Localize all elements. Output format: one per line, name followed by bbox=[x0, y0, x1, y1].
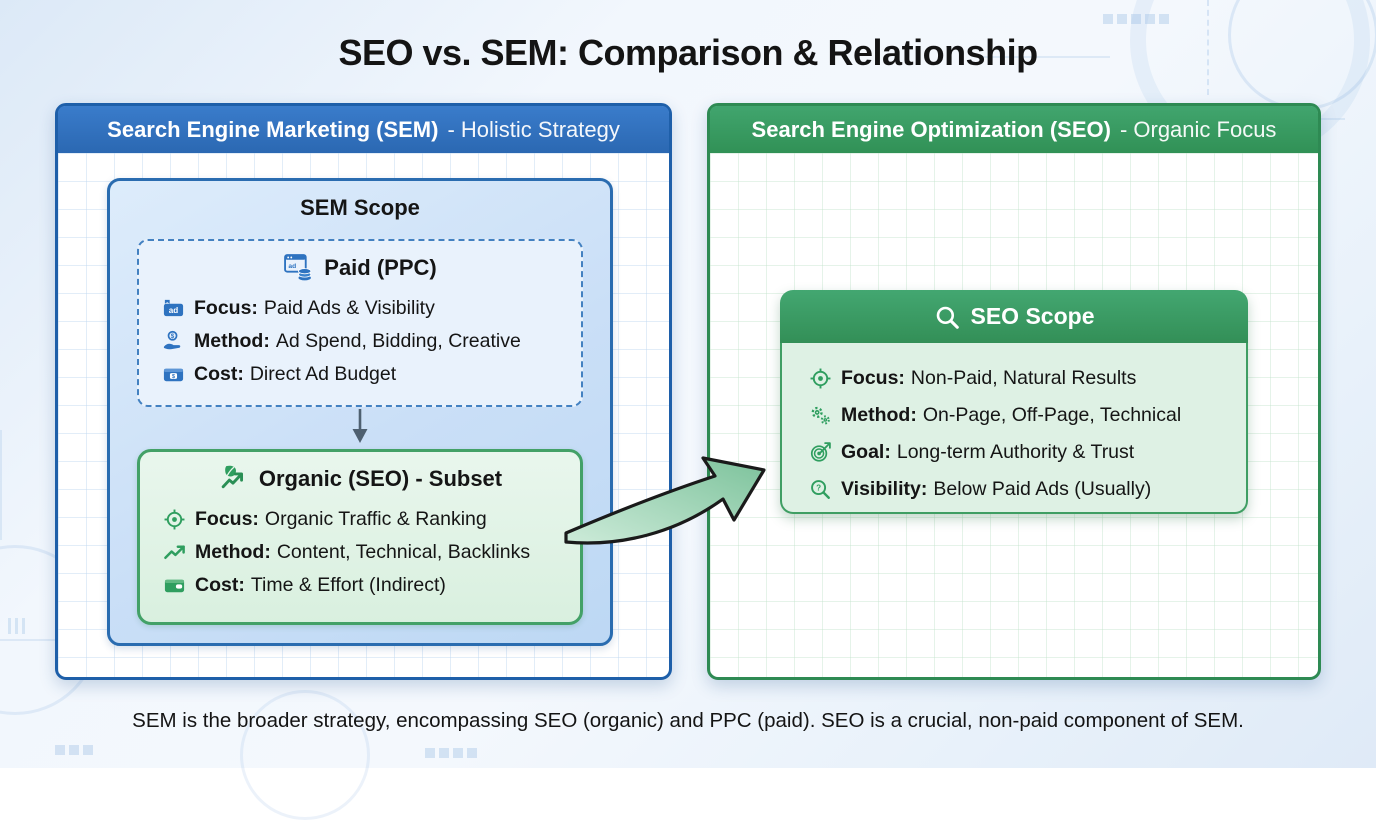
decor-squares bbox=[1103, 14, 1169, 24]
detail-text: Direct Ad Budget bbox=[249, 363, 397, 385]
target-icon bbox=[808, 367, 832, 391]
sem-panel-header: Search Engine Marketing (SEM) - Holistic… bbox=[58, 106, 669, 153]
seo-scope-rows: Focus: Non-Paid, Natural Results bbox=[808, 360, 1246, 508]
caption: SEM is the broader strategy, encompassin… bbox=[132, 709, 1244, 732]
detail-label: Focus: bbox=[841, 367, 905, 389]
seo-panel-body: SEO Scope bbox=[710, 153, 1318, 677]
gears-icon bbox=[808, 404, 832, 428]
seo-panel-header: Search Engine Optimization (SEO) - Organ… bbox=[710, 106, 1318, 153]
goal-dartboard-icon bbox=[808, 441, 832, 465]
organic-seo-title: Organic (SEO) - Subset bbox=[258, 465, 503, 491]
page-title: SEO vs. SEM: Comparison & Relationship bbox=[338, 32, 1038, 73]
seo-scope-body: Focus: Non-Paid, Natural Results bbox=[780, 343, 1248, 514]
seo-panel: Search Engine Optimization (SEO) - Organ… bbox=[707, 103, 1321, 680]
wallet-icon bbox=[162, 574, 186, 598]
ad-badge-icon: ad bbox=[161, 297, 185, 321]
search-icon bbox=[934, 304, 960, 330]
seo-panel-subtitle: - Organic Focus bbox=[1119, 116, 1277, 142]
detail-text: Paid Ads & Visibility bbox=[263, 297, 435, 319]
paid-ppc-rows: ad Focus: Paid Ads & Visibility $ bbox=[161, 292, 581, 391]
decor-line bbox=[0, 430, 2, 540]
seo-scope-title: SEO Scope bbox=[970, 303, 1095, 329]
target-icon bbox=[162, 508, 186, 532]
sem-panel: Search Engine Marketing (SEM) - Holistic… bbox=[55, 103, 672, 680]
organic-seo-rows: Focus: Organic Traffic & Ranking Method: bbox=[162, 503, 580, 602]
detail-label: Goal: bbox=[841, 441, 891, 463]
detail-label: Visibility: bbox=[841, 478, 928, 500]
ad-glyph: ad bbox=[168, 306, 178, 315]
decor-squares bbox=[55, 745, 93, 755]
detail-text: Time & Effort (Indirect) bbox=[250, 574, 446, 596]
down-arrow-icon bbox=[348, 408, 372, 451]
sem-panel-body: SEM Scope ad bbox=[58, 153, 669, 677]
detail-text: Long-term Authority & Trust bbox=[896, 441, 1135, 463]
detail-label: Focus: bbox=[195, 508, 259, 530]
detail-label: Cost: bbox=[194, 363, 244, 385]
dollar-glyph: $ bbox=[172, 374, 175, 380]
detail-row: Method: On-Page, Off-Page, Technical bbox=[808, 397, 1246, 434]
wallet-icon: $ bbox=[161, 363, 185, 387]
detail-label: Method: bbox=[195, 541, 271, 563]
seo-scope-header: SEO Scope bbox=[780, 290, 1248, 343]
paid-ppc-heading: ad Paid (PPC) bbox=[139, 252, 581, 283]
detail-row: Method: Content, Technical, Backlinks bbox=[162, 536, 580, 569]
detail-row: Goal: Long-term Authority & Trust bbox=[808, 434, 1246, 471]
paid-ppc-title: Paid (PPC) bbox=[324, 254, 437, 280]
detail-row: ad Focus: Paid Ads & Visibility bbox=[161, 292, 581, 325]
detail-label: Cost: bbox=[195, 574, 245, 596]
question-glyph: ? bbox=[816, 484, 821, 493]
detail-text: On-Page, Off-Page, Technical bbox=[922, 404, 1182, 426]
detail-row: Focus: Organic Traffic & Ranking bbox=[162, 503, 580, 536]
detail-text: Below Paid Ads (Usually) bbox=[933, 478, 1152, 500]
detail-text: Ad Spend, Bidding, Creative bbox=[275, 330, 521, 352]
detail-text: Non-Paid, Natural Results bbox=[910, 367, 1137, 389]
dollar-glyph: $ bbox=[170, 333, 174, 340]
leaf-growth-icon bbox=[218, 463, 249, 494]
detail-row: $ Method: Ad Spend, Bidding, Creative bbox=[161, 325, 581, 358]
detail-row: ? Visibility: Below Paid Ads (Usually) bbox=[808, 471, 1246, 508]
sem-panel-subtitle: - Holistic Strategy bbox=[447, 116, 620, 142]
detail-row: $ Cost: Direct Ad Budget bbox=[161, 358, 581, 391]
search-question-icon: ? bbox=[808, 478, 832, 502]
detail-row: Focus: Non-Paid, Natural Results bbox=[808, 360, 1246, 397]
detail-label: Focus: bbox=[194, 297, 258, 319]
sem-scope-box: SEM Scope ad bbox=[107, 178, 613, 646]
detail-label: Method: bbox=[194, 330, 270, 352]
trend-up-icon bbox=[162, 541, 186, 565]
detail-label: Method: bbox=[841, 404, 917, 426]
detail-text: Organic Traffic & Ranking bbox=[264, 508, 487, 530]
sem-scope-title: SEM Scope bbox=[300, 195, 420, 220]
detail-row: Cost: Time & Effort (Indirect) bbox=[162, 569, 580, 602]
detail-text: Content, Technical, Backlinks bbox=[276, 541, 531, 563]
ad-glyph: ad bbox=[289, 263, 297, 270]
ad-window-coins-icon: ad bbox=[283, 252, 314, 283]
decor-ticks bbox=[8, 618, 25, 634]
seo-panel-title: Search Engine Optimization (SEO) bbox=[751, 116, 1111, 142]
hand-dollar-icon: $ bbox=[161, 330, 185, 354]
sem-to-seo-arrow bbox=[564, 456, 766, 545]
sem-panel-title: Search Engine Marketing (SEM) bbox=[107, 116, 439, 142]
paid-ppc-box: ad Paid (PPC) bbox=[137, 239, 583, 407]
organic-seo-heading: Organic (SEO) - Subset bbox=[140, 463, 580, 494]
organic-seo-box: Organic (SEO) - Subset bbox=[137, 449, 583, 625]
seo-scope-box: SEO Scope bbox=[780, 290, 1248, 514]
decor-squares bbox=[425, 748, 477, 758]
